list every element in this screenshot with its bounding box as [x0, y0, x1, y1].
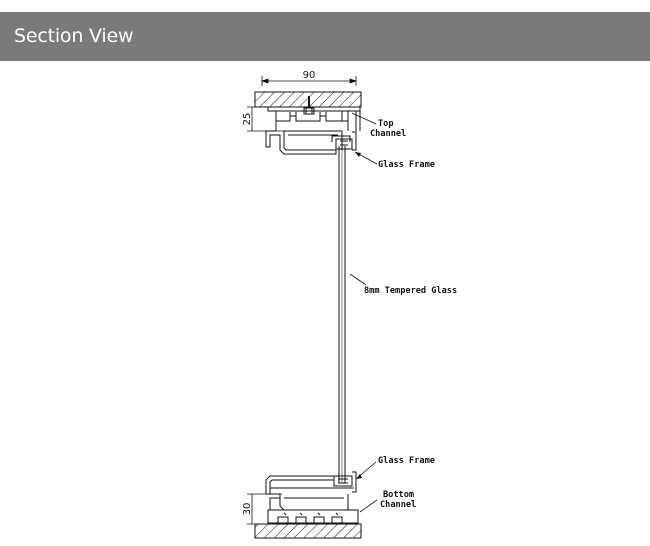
glass-frame-top-label: Glass Frame — [378, 160, 435, 170]
bottom-glass-frame — [330, 471, 357, 493]
top-channel-profile — [265, 96, 361, 155]
width-dimension-label: 90 — [303, 70, 316, 81]
bottom-channel-profile — [265, 475, 359, 524]
glass-frame-bottom-label: Glass Frame — [378, 456, 435, 466]
tempered-glass-pane — [338, 146, 346, 483]
width-dimension — [260, 76, 358, 86]
bottom-height-dimension-label: 30 — [242, 503, 253, 516]
floor-slab — [254, 523, 362, 539]
top-channel-label-line1: Top — [378, 119, 394, 129]
top-height-dimension-label: 25 — [242, 113, 253, 126]
header-bar: Section View — [0, 12, 650, 61]
bottom-channel-label-line1: Bottom — [383, 490, 414, 500]
bottom-channel-label-line2: Channel — [380, 500, 416, 510]
page-title: Section View — [14, 25, 134, 47]
top-glass-frame — [331, 131, 357, 151]
tempered-glass-label: 8mm Tempered Glass — [364, 286, 457, 296]
top-channel-label-line2: Channel — [370, 129, 406, 139]
leader-lines — [349, 112, 378, 513]
